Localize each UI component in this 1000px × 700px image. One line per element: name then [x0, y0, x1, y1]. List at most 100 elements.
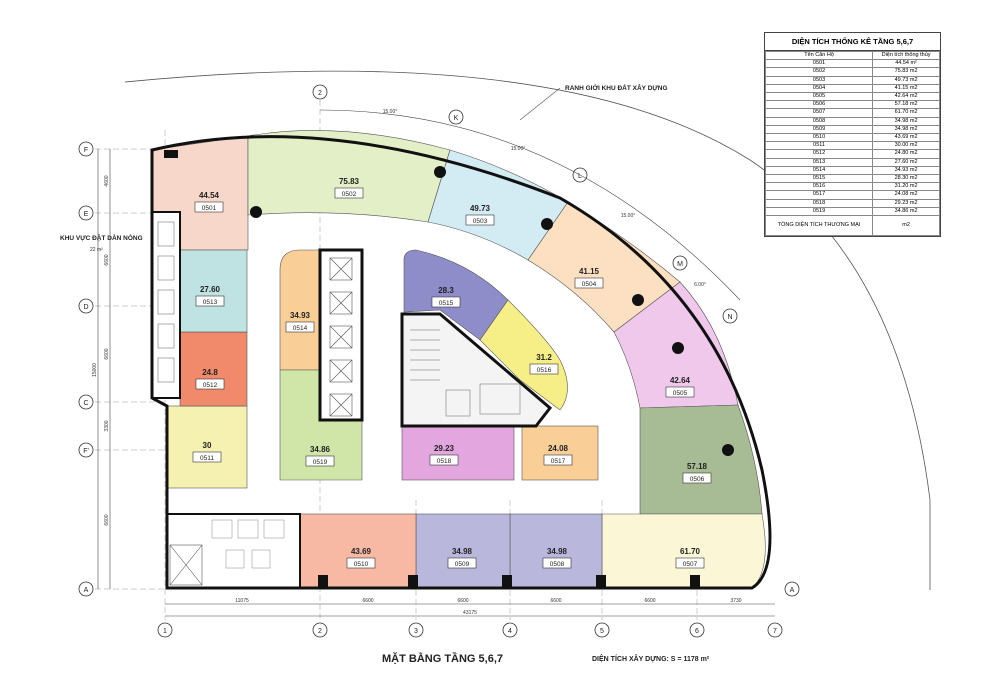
svg-text:61.70: 61.70	[680, 547, 701, 556]
plan-title: MẶT BẰNG TẦNG 5,6,7	[382, 653, 504, 665]
svg-text:L: L	[578, 173, 582, 180]
left-dimensions: 4600 6600 6600 15000 3300 6600	[92, 149, 111, 589]
boundary-leader	[519, 87, 561, 121]
svg-text:K: K	[454, 115, 459, 122]
svg-text:C: C	[83, 400, 88, 407]
columns	[164, 150, 734, 587]
svg-text:15.00°: 15.00°	[621, 213, 636, 219]
unit-0517[interactable]	[521, 425, 599, 481]
outer-wall	[150, 135, 772, 590]
build-area-label: DIỆN TÍCH XÂY DỰNG: S = 1178 m²	[592, 656, 710, 663]
stats-unit-area: 24.80 m2	[872, 149, 940, 159]
svg-text:43.69: 43.69	[351, 547, 372, 556]
stats-unit-code: 0509	[764, 124, 874, 135]
stats-unit-area: 44.54 m²	[872, 59, 940, 69]
stats-unit-code: 0515	[764, 174, 874, 184]
svg-text:0508: 0508	[550, 561, 565, 568]
label-0512: 24.8 0512	[195, 368, 225, 390]
stats-unit-code: 0504	[764, 83, 874, 94]
unit-labels: 44.54 0501 75.83 0502 49.73 0503 41.15 0…	[192, 177, 712, 569]
svg-text:E: E	[84, 211, 89, 218]
svg-text:4600: 4600	[104, 175, 110, 186]
label-0509: 34.98 0509	[447, 547, 477, 569]
svg-text:F: F	[84, 147, 88, 154]
svg-text:0503: 0503	[473, 218, 488, 225]
unit-0514[interactable]	[279, 249, 321, 371]
svg-text:3300: 3300	[104, 420, 110, 431]
stats-unit-area: 57.18 m2	[872, 100, 940, 110]
svg-text:N: N	[727, 314, 732, 321]
site-boundary-line	[124, 70, 931, 590]
svg-text:0516: 0516	[537, 367, 552, 374]
stats-unit-code: 0510	[764, 133, 874, 143]
stats-unit-code: 0514	[764, 165, 874, 176]
svg-text:3: 3	[414, 628, 418, 635]
stats-unit-code: 0519	[764, 206, 874, 217]
stats-unit-area: 28.30 m2	[872, 174, 940, 184]
svg-text:A: A	[790, 587, 795, 594]
unit-0516[interactable]	[479, 299, 568, 411]
unit-0512[interactable]	[179, 331, 248, 407]
svg-text:0504: 0504	[582, 281, 597, 288]
svg-text:41.15: 41.15	[579, 267, 600, 276]
unit-0513[interactable]	[179, 249, 248, 333]
label-0513: 27.60 0513	[195, 285, 225, 307]
stair-core	[400, 312, 553, 428]
svg-text:0517: 0517	[551, 458, 566, 465]
svg-text:15.00°: 15.00°	[383, 109, 398, 115]
svg-text:6600: 6600	[362, 598, 373, 604]
svg-text:6600: 6600	[104, 254, 110, 265]
label-0503: 49.73 0503	[465, 204, 495, 226]
stats-header-area: Diện tích thông thủy	[872, 50, 940, 61]
stats-unit-area: 24.08 m2	[872, 190, 940, 200]
svg-text:0501: 0501	[202, 205, 217, 212]
svg-text:75.83: 75.83	[339, 177, 360, 186]
stats-unit-area: 75.83 m2	[872, 67, 940, 77]
stats-unit-area: 42.64 m2	[872, 92, 940, 102]
svg-text:28.3: 28.3	[438, 286, 454, 295]
label-0506: 57.18 0506	[682, 462, 712, 484]
boundary-label: RANH GIỚI KHU ĐẤT XÂY DỰNG	[565, 82, 668, 92]
label-0504: 41.15 0504	[574, 267, 604, 289]
stats-unit-area: 27.60 m2	[872, 157, 940, 167]
svg-text:6600: 6600	[550, 598, 561, 604]
stats-unit-code: 0503	[764, 75, 874, 85]
stats-unit-area: 34.86 m2	[872, 206, 940, 217]
unit-0506[interactable]	[639, 404, 763, 515]
svg-text:15.00°: 15.00°	[511, 146, 526, 152]
unit-0508[interactable]	[509, 513, 603, 589]
unit-0518[interactable]	[401, 425, 515, 481]
svg-text:6: 6	[695, 628, 699, 635]
bottom-dimensions: 11075 6600 6600 6600 6600 3730 43175	[165, 598, 775, 617]
svg-text:4: 4	[508, 628, 512, 635]
svg-text:15000: 15000	[92, 363, 98, 377]
svg-text:6600: 6600	[104, 514, 110, 525]
label-0507: 61.70 0507	[675, 547, 705, 569]
svg-text:0514: 0514	[293, 325, 308, 332]
label-0511: 30 0511	[192, 441, 222, 463]
svg-text:3730: 3730	[730, 598, 741, 604]
svg-text:6.00°: 6.00°	[694, 282, 706, 288]
svg-text:0502: 0502	[342, 191, 357, 198]
svg-text:34.93: 34.93	[290, 311, 311, 320]
unit-0509[interactable]	[415, 513, 511, 589]
stats-unit-area: 31.20 m2	[872, 182, 940, 192]
label-0508: 34.98 0508	[542, 547, 572, 569]
